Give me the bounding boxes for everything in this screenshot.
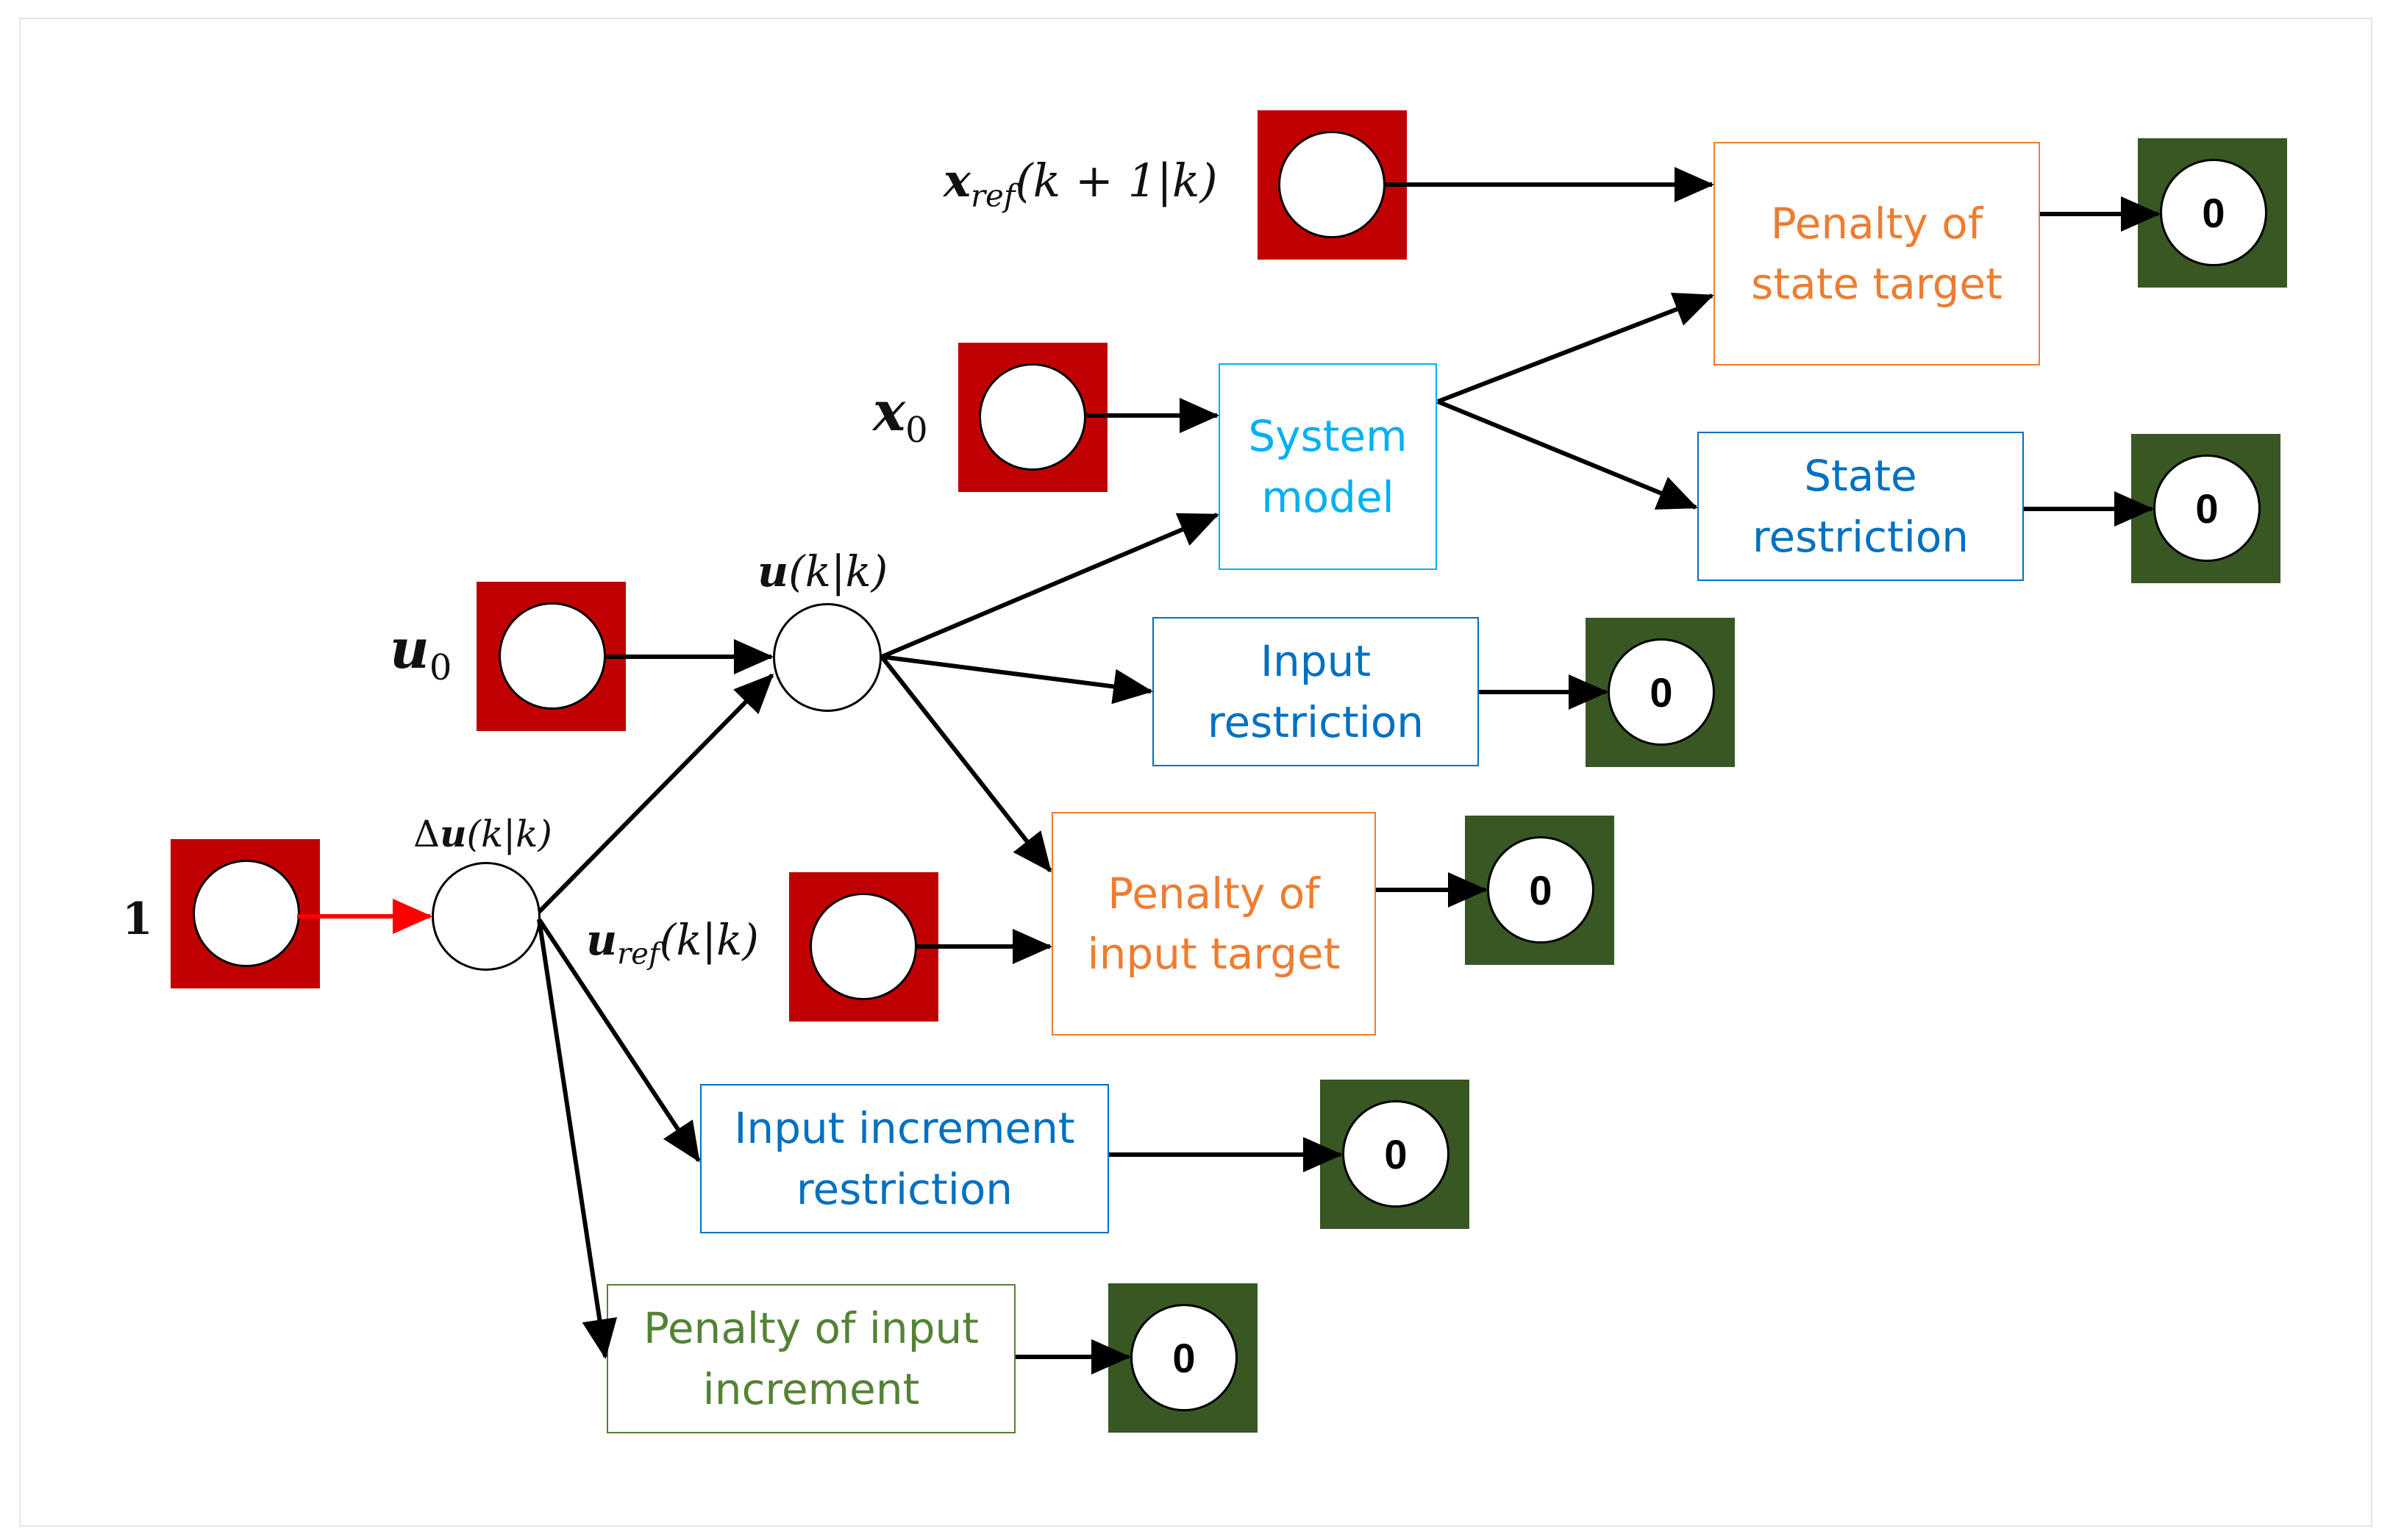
arrow-u-kk-to-system-model bbox=[880, 513, 1219, 659]
output-node-state-restriction: 0 bbox=[2131, 434, 2280, 583]
input-node-one-circle bbox=[193, 860, 300, 967]
u-kk-node bbox=[773, 603, 882, 712]
penalty-input-increment-box: Penalty of input increment bbox=[607, 1284, 1016, 1433]
input-node-uref-circle bbox=[810, 893, 917, 1000]
label-delta-u-prefix: Δ bbox=[413, 813, 441, 855]
label-delta-u-arg: (k|k) bbox=[466, 813, 552, 855]
arrow-system-model-to-state-restriction bbox=[1436, 399, 1698, 510]
output-value-input-restriction: 0 bbox=[1650, 669, 1673, 716]
label-x0-sub: 0 bbox=[905, 409, 928, 451]
input-node-one bbox=[171, 839, 320, 988]
arrow-delta-u-to-u-kk bbox=[537, 673, 774, 914]
label-u-kk-arg: (k|k) bbox=[788, 546, 888, 596]
system-model-box: System model bbox=[1219, 363, 1437, 570]
label-u0-base: u bbox=[390, 618, 429, 681]
label-uref-base: u bbox=[586, 915, 618, 965]
output-node-increment-restriction: 0 bbox=[1320, 1080, 1469, 1229]
arrow-delta-u-to-increment-restriction bbox=[537, 918, 701, 1163]
label-x0: x0 bbox=[873, 385, 928, 448]
state-restriction-box: State restriction bbox=[1697, 432, 2024, 581]
input-restriction-box: Input restriction bbox=[1152, 617, 1479, 766]
label-delta-u-base: u bbox=[440, 812, 467, 855]
label-xref-arg: (k + 1|k) bbox=[1015, 154, 1218, 207]
output-node-state-target: 0 bbox=[2138, 138, 2287, 288]
input-node-x0-circle bbox=[979, 363, 1086, 471]
label-one: 1 bbox=[122, 894, 153, 945]
output-node-input-restriction: 0 bbox=[1586, 618, 1735, 767]
input-node-u0-circle bbox=[499, 602, 606, 710]
output-node-input-restriction-circle bbox=[1608, 638, 1715, 746]
output-value-increment-restriction: 0 bbox=[1384, 1130, 1408, 1177]
label-uref-sub: ref bbox=[617, 937, 660, 972]
penalty-state-target-box: Penalty of state target bbox=[1713, 142, 2040, 366]
label-uref: uref(k|k) bbox=[586, 919, 759, 969]
input-node-xref-circle bbox=[1278, 131, 1385, 238]
input-node-u0 bbox=[477, 582, 626, 731]
output-node-increment-penalty: 0 bbox=[1108, 1283, 1258, 1433]
output-node-increment-penalty-circle bbox=[1130, 1304, 1238, 1411]
label-u0: u0 bbox=[390, 622, 452, 685]
arrow-delta-u-to-increment-penalty bbox=[537, 919, 618, 1359]
arrow-u-kk-to-input-target bbox=[880, 655, 1052, 873]
label-delta-u: Δu(k|k) bbox=[413, 813, 552, 855]
output-node-state-target-circle bbox=[2160, 159, 2267, 266]
label-x0-base: x bbox=[873, 380, 906, 443]
input-node-uref bbox=[789, 872, 938, 1022]
label-uref-arg: (k|k) bbox=[659, 915, 759, 965]
input-increment-restriction-box: Input increment restriction bbox=[700, 1084, 1109, 1233]
input-node-x0 bbox=[958, 343, 1108, 492]
label-xref-base: x bbox=[944, 154, 971, 207]
penalty-input-target-box: Penalty of input target bbox=[1052, 812, 1376, 1035]
arrow-u-kk-to-input-restriction bbox=[881, 655, 1153, 705]
label-u-kk-base: u bbox=[757, 546, 789, 596]
arrow-system-model-to-state-target bbox=[1436, 292, 1714, 404]
output-node-input-target: 0 bbox=[1465, 816, 1614, 965]
label-u0-sub: 0 bbox=[429, 646, 452, 688]
output-value-increment-penalty: 0 bbox=[1172, 1334, 1196, 1381]
output-node-state-restriction-circle bbox=[2153, 454, 2261, 562]
label-u-kk: u(k|k) bbox=[757, 550, 888, 593]
output-node-input-target-circle bbox=[1487, 836, 1594, 944]
output-value-input-target: 0 bbox=[1529, 866, 1552, 913]
output-value-state-target: 0 bbox=[2202, 189, 2225, 236]
diagram-frame bbox=[19, 18, 2372, 1527]
output-value-state-restriction: 0 bbox=[2195, 485, 2219, 532]
input-node-xref bbox=[1258, 110, 1407, 260]
label-xref: xref(k + 1|k) bbox=[944, 158, 1218, 211]
output-node-increment-restriction-circle bbox=[1342, 1100, 1449, 1208]
label-xref-sub: ref bbox=[970, 177, 1016, 214]
delta-u-node bbox=[432, 862, 541, 971]
